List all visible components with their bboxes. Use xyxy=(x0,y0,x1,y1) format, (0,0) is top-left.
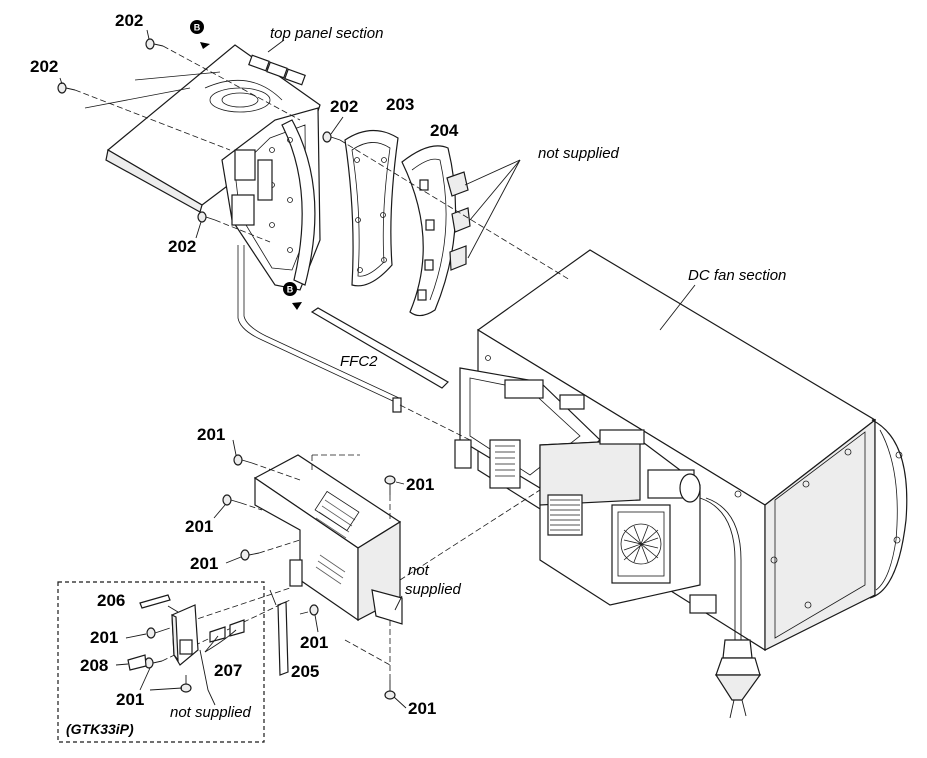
part-206: 206 xyxy=(97,591,125,610)
ffc2-flat-cable xyxy=(237,245,471,441)
power-supply-fan-block xyxy=(539,429,717,614)
gtk33ip-detail-box xyxy=(57,581,265,743)
screws-201 xyxy=(144,454,396,700)
part-201-a: 201 xyxy=(197,425,225,444)
label-ffc2: FFC2 xyxy=(340,353,378,370)
screw-201-e xyxy=(299,604,319,616)
part-204-bracket xyxy=(401,145,471,317)
screw-201-d xyxy=(240,549,260,561)
part-207: 207 xyxy=(214,661,242,680)
svg-text:B: B xyxy=(194,23,201,33)
part-201-f: 201 xyxy=(408,699,436,718)
part-202-c: 202 xyxy=(330,97,358,116)
alignment-lines-bottom xyxy=(161,454,541,680)
ac-power-cord xyxy=(699,497,762,719)
part-202-a: 202 xyxy=(115,11,143,30)
part-201-g: 201 xyxy=(90,628,118,647)
label-not-supplied-top: not supplied xyxy=(538,145,620,162)
screw-201-h xyxy=(180,675,192,693)
leader-lines xyxy=(115,39,696,706)
label-not-supplied-mid-1: not xyxy=(408,562,430,579)
svg-text:B: B xyxy=(287,285,294,295)
screw-201-i xyxy=(144,657,163,669)
part-203-plate xyxy=(344,129,399,287)
screw-201-a xyxy=(233,454,253,466)
label-top-panel-section: top panel section xyxy=(270,25,383,42)
part-202-b: 202 xyxy=(30,57,58,76)
screw-201-f xyxy=(384,680,396,700)
part-201-h: 201 xyxy=(116,690,144,709)
bottom-shield-bracket xyxy=(253,454,403,625)
alignment-lines-top xyxy=(74,45,571,281)
screw-201-g xyxy=(146,627,165,639)
label-not-supplied-mid-2: supplied xyxy=(405,581,462,598)
part-205: 205 xyxy=(291,662,319,681)
part-201-c: 201 xyxy=(185,517,213,536)
part-201-e: 201 xyxy=(300,633,328,652)
label-variant: (GTK33iP) xyxy=(66,721,134,737)
part-201-d: 201 xyxy=(190,554,218,573)
screw-202-c xyxy=(322,131,341,143)
marker-b-mid: B xyxy=(283,282,302,310)
screw-201-c xyxy=(222,494,242,506)
screw-202-b xyxy=(57,82,76,94)
top-panel-section-assembly xyxy=(105,44,321,291)
screw-201-b xyxy=(384,475,396,495)
screw-202-d xyxy=(197,211,216,223)
part-202-d: 202 xyxy=(168,237,196,256)
part-204: 204 xyxy=(430,121,459,140)
marker-b-top: B xyxy=(190,20,210,49)
part-201-b: 201 xyxy=(406,475,434,494)
screw-leaders xyxy=(59,29,407,709)
label-dc-fan-section: DC fan section xyxy=(688,267,786,284)
part-205-strip xyxy=(277,601,289,676)
screws-202 xyxy=(57,38,341,223)
part-203: 203 xyxy=(386,95,414,114)
part-208: 208 xyxy=(80,656,108,675)
screw-202-a xyxy=(145,38,164,50)
text-labels: top panel section DC fan section not sup… xyxy=(30,11,786,737)
label-not-supplied-bottom: not supplied xyxy=(170,704,252,721)
